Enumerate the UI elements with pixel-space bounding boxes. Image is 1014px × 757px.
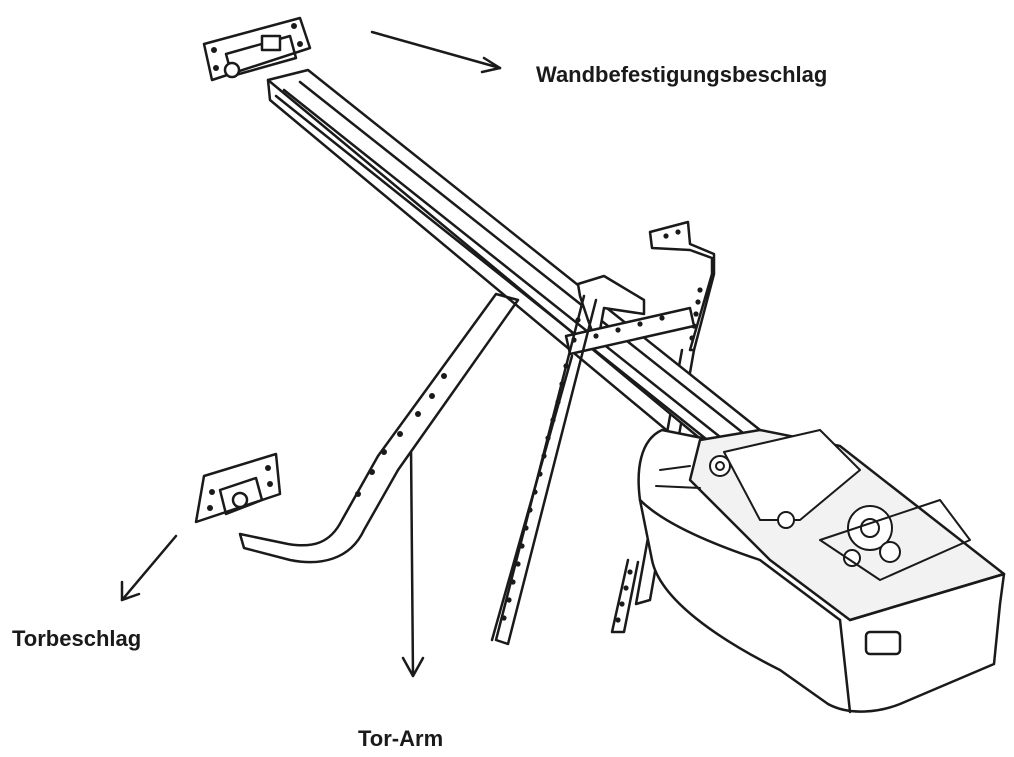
rail-icon: [266, 68, 762, 490]
arrow-door-arm: [401, 444, 425, 678]
motor-unit-icon: [637, 428, 1006, 714]
door-arm-icon: [238, 292, 520, 564]
wall-bracket-label: Wandbefestigungsbeschlag: [536, 62, 828, 87]
hanger-bracket-icon: [490, 274, 696, 646]
door-bracket-label: Torbeschlag: [12, 626, 142, 651]
door-bracket-icon: [194, 452, 282, 524]
wall-bracket-icon: [202, 16, 312, 82]
arrow-door-bracket: [120, 534, 178, 602]
arrow-wall-bracket: [370, 30, 502, 74]
door-arm-label: Tor-Arm: [358, 726, 444, 751]
